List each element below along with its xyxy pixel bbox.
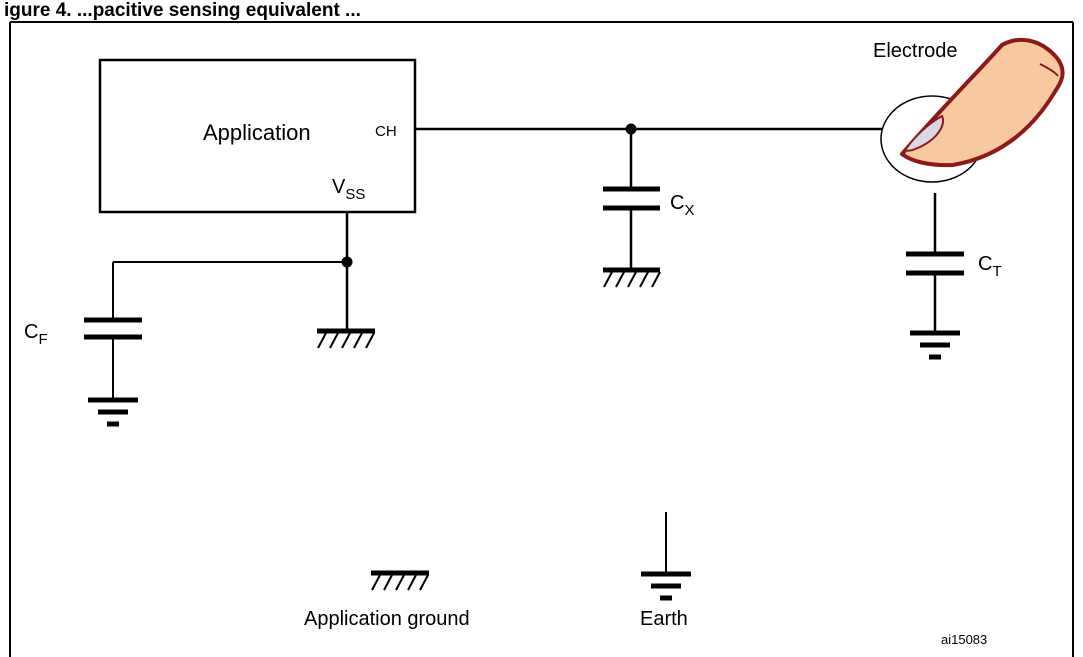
vss-ground-wire — [112, 212, 375, 349]
application-block: Application CH VSS — [98, 58, 417, 214]
legend-application-ground: Application ground — [304, 570, 470, 630]
cx-label: CX — [670, 192, 694, 219]
cx-application-ground-icon — [603, 267, 661, 288]
cf-earth-icon — [88, 397, 138, 427]
ct-label: CT — [978, 253, 1002, 280]
vss-junction-dot — [341, 256, 353, 268]
application-label: Application — [203, 120, 311, 145]
finger-icon — [900, 37, 1065, 168]
cf-capacitor: CF — [24, 317, 142, 427]
figure-id-code: ai15083 — [941, 632, 987, 647]
figure-title: igure 4. ...pacitive sensing equivalent … — [4, 0, 361, 21]
figure-frame — [9, 21, 1074, 657]
ch-signal-wire — [415, 123, 882, 135]
earth-icon — [641, 512, 691, 601]
ct-earth-icon — [910, 330, 960, 360]
cx-capacitor: CX — [603, 129, 694, 288]
application-ground-icon — [371, 570, 429, 591]
electrode-label: Electrode — [873, 40, 958, 62]
legend-earth-label: Earth — [640, 608, 688, 630]
legend-application-ground-label: Application ground — [304, 608, 470, 630]
pin-vss-label: VSS — [332, 176, 365, 203]
ct-capacitor: CT — [906, 193, 1002, 360]
pin-ch-label: CH — [375, 123, 397, 140]
electrode: Electrode — [873, 37, 1065, 183]
legend-earth: Earth — [640, 512, 691, 630]
vss-application-ground-icon — [317, 328, 375, 349]
cf-label: CF — [24, 321, 48, 348]
